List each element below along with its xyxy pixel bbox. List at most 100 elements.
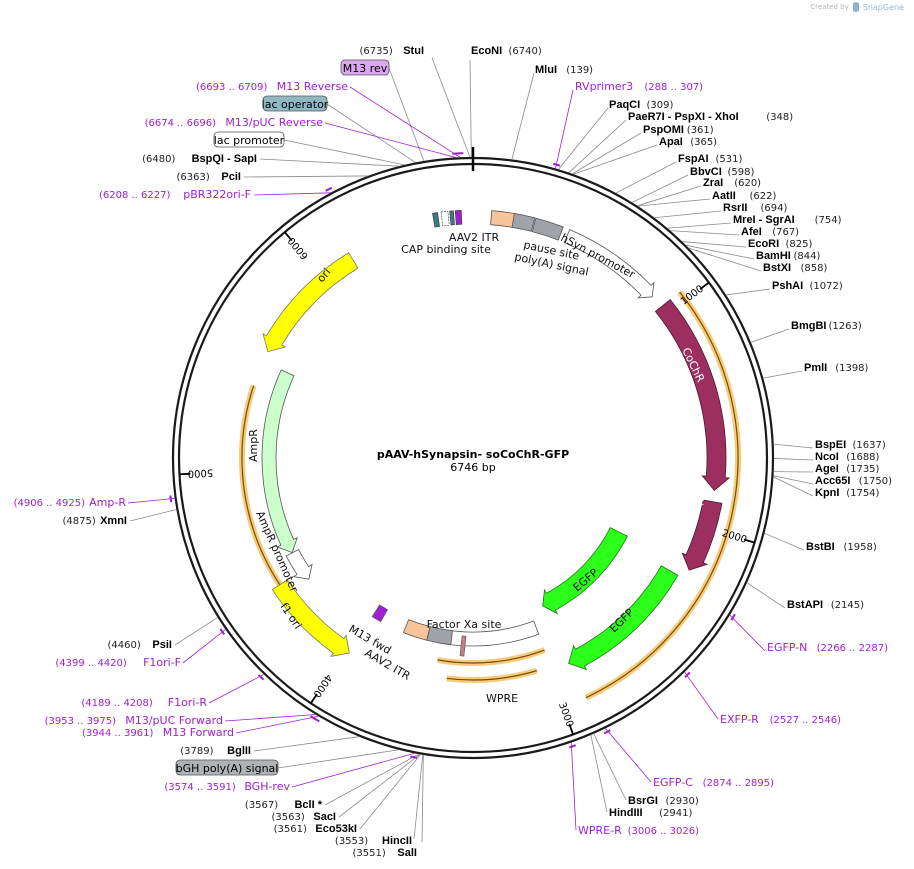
label-leaders <box>127 57 814 843</box>
enzyme-site-bamhi[interactable]: BamHI(844) <box>756 250 820 262</box>
primer-site-egfpc[interactable]: EGFP-C(2874 .. 2895) <box>653 776 774 789</box>
feature-box-m13rev[interactable]: M13 rev <box>340 59 390 76</box>
enzyme-site-hindiii[interactable]: HindIII(2941) <box>609 807 692 819</box>
enzyme-site-bbvci[interactable]: BbvCI(598) <box>690 166 754 178</box>
primer-site-exfpr[interactable]: EXFP-R(2527 .. 2546) <box>720 713 841 726</box>
label-leader-line <box>750 328 790 343</box>
orf-line <box>437 649 545 664</box>
label-leader-line <box>615 161 677 194</box>
plasmid-name: pAAV-hSynapsin- soCoChR-GFP <box>377 448 569 461</box>
label-leader-line <box>253 736 360 752</box>
enzyme-site-kpni[interactable]: KpnI(1754) <box>815 487 880 499</box>
enzyme-site-fspai[interactable]: FspAI(531) <box>678 153 742 165</box>
enzyme-site-pmli[interactable]: PmlI(1398) <box>804 362 869 374</box>
enzyme-site-mlui[interactable]: MluI(139) <box>535 64 593 76</box>
enzyme-site-psii[interactable]: PsiI(4460) <box>108 639 172 651</box>
enzyme-name: BsrGI <box>628 795 658 807</box>
primer-site-wprer[interactable]: WPRE-R(3006 .. 3026) <box>578 824 699 837</box>
enzyme-site-afei[interactable]: AfeI(767) <box>741 226 799 238</box>
primer-range: (4906 .. 4925) <box>14 498 86 509</box>
enzyme-site-bstbi[interactable]: BstBI(1958) <box>806 541 877 553</box>
enzyme-site-bspqi[interactable]: BspQI - SapI(6480) <box>142 153 257 165</box>
enzyme-site-zrai[interactable]: ZraI(620) <box>703 177 761 189</box>
label-leader-line <box>413 754 424 840</box>
enzyme-site-aatii[interactable]: AatII(622) <box>712 190 776 202</box>
enzyme-site-apai[interactable]: ApaI(365) <box>659 136 717 148</box>
enzyme-site-bcli[interactable]: BclI *(3567) <box>245 799 323 811</box>
enzyme-site-agei[interactable]: AgeI(1735) <box>815 463 880 475</box>
enzyme-site-bstxi[interactable]: BstXI (858) <box>763 262 827 274</box>
enzyme-position: (6363) <box>177 172 210 183</box>
enzyme-site-xmni[interactable]: XmnI(4875) <box>63 515 127 527</box>
feature-box-lacop[interactable]: lac operator <box>262 95 329 112</box>
enzyme-site-pspomi[interactable]: PspOMI(361) <box>643 124 714 136</box>
primer-site-m13puc_rev[interactable]: M13/pUC Reverse(6674 .. 6696) <box>145 116 324 129</box>
label-leader-line <box>291 752 415 788</box>
enzyme-site-pshai[interactable]: PshAI(1072) <box>772 280 843 292</box>
enzyme-site-bglii[interactable]: BglII(3789) <box>180 745 251 757</box>
primer-site-m13puc_fwd[interactable]: M13/pUC Forward(3953 .. 3975) <box>45 714 223 727</box>
enzyme-site-acc65i[interactable]: Acc65I(1750) <box>815 475 892 487</box>
enzyme-position: (1637) <box>853 440 886 451</box>
primer-site-f1orif[interactable]: F1ori-F(4399 .. 4420) <box>55 656 181 669</box>
enzyme-site-paer7i[interactable]: PaeR7I - PspXI - XhoI(348) <box>628 111 793 123</box>
label-leader-line <box>670 230 740 236</box>
enzyme-site-econi[interactable]: EcoNI(6740) <box>471 45 542 57</box>
feature-box-text: lac promoter <box>214 134 285 147</box>
enzyme-name: PsiI <box>152 639 172 651</box>
enzyme-position: (531) <box>716 154 743 165</box>
label-leader-line <box>511 72 535 160</box>
enzyme-site-rsrii[interactable]: RsrII(694) <box>723 202 787 214</box>
primer-range: (3953 .. 3975) <box>45 716 117 727</box>
enzyme-name: NcoI <box>815 451 839 463</box>
feature-box-lacprom[interactable]: lac promoter <box>213 131 285 148</box>
enzyme-site-saci[interactable]: SacI(3563) <box>272 811 336 823</box>
enzyme-site-hincii[interactable]: HincII(3553) <box>335 835 412 847</box>
enzyme-site-ncoi[interactable]: NcoI (1688) <box>815 451 880 463</box>
label-leader-line <box>235 715 319 734</box>
enzyme-site-bsrgi[interactable]: BsrGI(2930) <box>628 795 699 807</box>
enzyme-site-eco53ki[interactable]: Eco53kI(3561) <box>274 823 357 835</box>
primer-site-pbr322[interactable]: pBR322ori-F(6208 .. 6227) <box>99 188 251 201</box>
enzyme-name: SalI <box>397 847 417 859</box>
label-leader-line <box>729 614 766 652</box>
enzyme-name: EcoRI <box>748 238 779 250</box>
primer-range: (2527 .. 2546) <box>770 715 842 726</box>
feature-box-text: M13 rev <box>343 62 388 75</box>
primer-site-egfpn[interactable]: EGFP-N(2266 .. 2287) <box>767 641 888 654</box>
label-leader-line <box>685 244 755 260</box>
enzyme-site-bstapi[interactable]: BstAPI(2145) <box>787 599 864 611</box>
enzyme-site-pcii[interactable]: PciI(6363) <box>177 171 241 183</box>
feature-m13rev <box>454 209 463 225</box>
enzyme-site-bmgbi[interactable]: BmgBI(1263) <box>791 320 862 332</box>
primer-site-ampr[interactable]: Amp-R(4906 .. 4925) <box>14 496 127 509</box>
primer-site-rvprimer3[interactable]: RVprimer3(288 .. 307) <box>575 80 703 93</box>
label-leader-line <box>259 158 400 167</box>
feature-box-text: lac operator <box>262 98 329 111</box>
enzyme-site-bspei[interactable]: BspEI (1637) <box>815 439 886 451</box>
enzyme-site-ecori[interactable]: EcoRI(825) <box>748 238 812 250</box>
enzyme-position: (1688) <box>846 452 879 463</box>
label-leader-line <box>326 103 416 163</box>
primer-site-m13rev[interactable]: M13 Reverse(6693 .. 6709) <box>196 80 348 93</box>
label-leader-line <box>773 475 814 485</box>
enzyme-site-mrei[interactable]: MreI - SgrAI(754) <box>733 214 842 226</box>
primer-site-bghrev[interactable]: BGH-rev(3574 .. 3591) <box>164 780 290 793</box>
enzyme-name: BstXI <box>763 262 791 274</box>
primer-site-m13fwd[interactable]: M13 Forward(3944 .. 3961) <box>82 726 234 739</box>
enzyme-site-stui[interactable]: StuI(6735) <box>360 45 424 57</box>
primer-site-f1orir[interactable]: F1ori-R(4189 .. 4208) <box>81 696 207 709</box>
enzyme-position: (1263) <box>829 321 862 332</box>
enzyme-name: BstAPI <box>787 599 823 611</box>
feature-lac-operator <box>449 210 455 226</box>
label-leader-line <box>469 59 472 158</box>
label-leader-line <box>637 185 702 207</box>
enzyme-site-sali[interactable]: SalI(3551) <box>353 847 417 859</box>
label-leader-line <box>773 458 814 461</box>
feature-box-bg <box>262 95 328 112</box>
enzyme-name: BspEI <box>815 439 846 451</box>
feature-box-bgh[interactable]: bGH poly(A) signal <box>175 759 279 776</box>
enzyme-position: (858) <box>801 263 828 274</box>
enzyme-site-paqci[interactable]: PaqCI(309) <box>609 99 673 111</box>
